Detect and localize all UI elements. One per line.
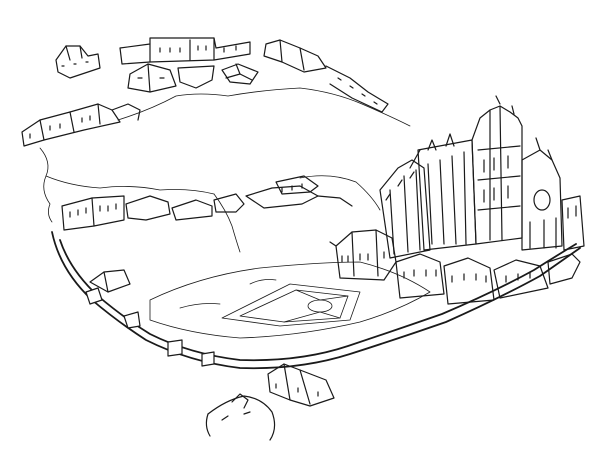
city-wall [51,231,581,370]
foreground-buildings [205,363,335,441]
wall-towers [85,269,215,367]
garden-parterre [149,261,431,339]
back-rooftops [21,37,389,147]
cathedral [379,95,585,259]
treeline-rim [39,87,411,253]
middle-houses [61,175,353,231]
front-houses [329,229,581,305]
